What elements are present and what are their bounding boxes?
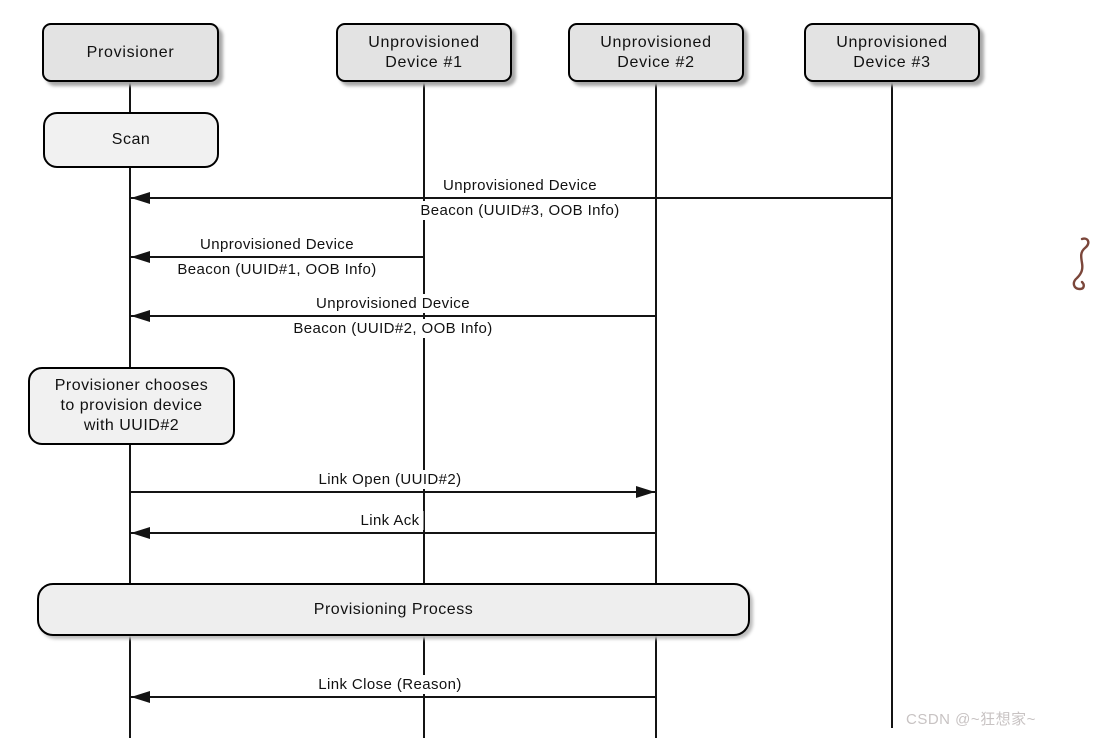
message-label-line1: Unprovisioned Device [439, 176, 601, 195]
step-label: Scan [111, 131, 151, 148]
actor-label: Unprovisioned Device #1 [368, 33, 480, 71]
actor-header-unprovisioned-device-2: Unprovisioned Device #2 [568, 23, 744, 82]
step-label: Provisioning Process [313, 600, 474, 618]
arrowhead-left-icon [131, 527, 150, 539]
squiggle-mark-icon [1072, 237, 1090, 291]
arrowhead-left-icon [131, 251, 150, 263]
note-box-provisioner-chooses: Provisioner chooses to provision device … [28, 367, 235, 445]
message-arrow-link-close [131, 696, 655, 698]
message-label-line1: Unprovisioned Device [196, 235, 358, 254]
step-box-provisioning-process: Provisioning Process [37, 583, 750, 636]
message-arrow-beacon-uuid1 [131, 256, 423, 258]
message-arrow-link-open [131, 491, 655, 493]
arrowhead-right-icon [636, 486, 655, 498]
message-label-line1: Unprovisioned Device [312, 294, 474, 313]
actor-label: Unprovisioned Device #2 [600, 33, 712, 71]
message-label: Link Open (UUID#2) [314, 470, 466, 489]
message-arrow-link-ack [131, 532, 655, 534]
arrowhead-left-icon [131, 310, 150, 322]
note-line: with UUID#2 [83, 417, 180, 434]
lifeline-unprovisioned-device-3 [891, 82, 893, 728]
lifeline-unprovisioned-device-2 [655, 82, 657, 738]
message-label-line2: Beacon (UUID#3, OOB Info) [416, 201, 624, 220]
actor-header-unprovisioned-device-1: Unprovisioned Device #1 [336, 23, 512, 82]
arrowhead-left-icon [131, 192, 150, 204]
lifeline-unprovisioned-device-1 [423, 82, 425, 738]
message-label-line2: Beacon (UUID#1, OOB Info) [173, 260, 381, 279]
message-arrow-beacon-uuid2 [131, 315, 655, 317]
message-label-line2: Beacon (UUID#2, OOB Info) [289, 319, 497, 338]
step-box-scan: Scan [43, 112, 219, 168]
csdn-watermark: CSDN @~狂想家~ [906, 711, 1036, 728]
arrowhead-left-icon [131, 691, 150, 703]
message-label: Link Close (Reason) [314, 675, 466, 694]
note-text: Provisioner chooses to provision device … [55, 376, 209, 436]
actor-header-provisioner: Provisioner [42, 23, 219, 82]
message-label: Link Ack [356, 511, 424, 530]
note-line: to provision device [60, 397, 203, 414]
message-arrow-beacon-uuid3 [131, 197, 891, 199]
actor-label: Unprovisioned Device #3 [836, 33, 948, 71]
actor-label: Provisioner [86, 43, 175, 61]
actor-header-unprovisioned-device-3: Unprovisioned Device #3 [804, 23, 980, 82]
note-line: Provisioner chooses [54, 377, 209, 394]
